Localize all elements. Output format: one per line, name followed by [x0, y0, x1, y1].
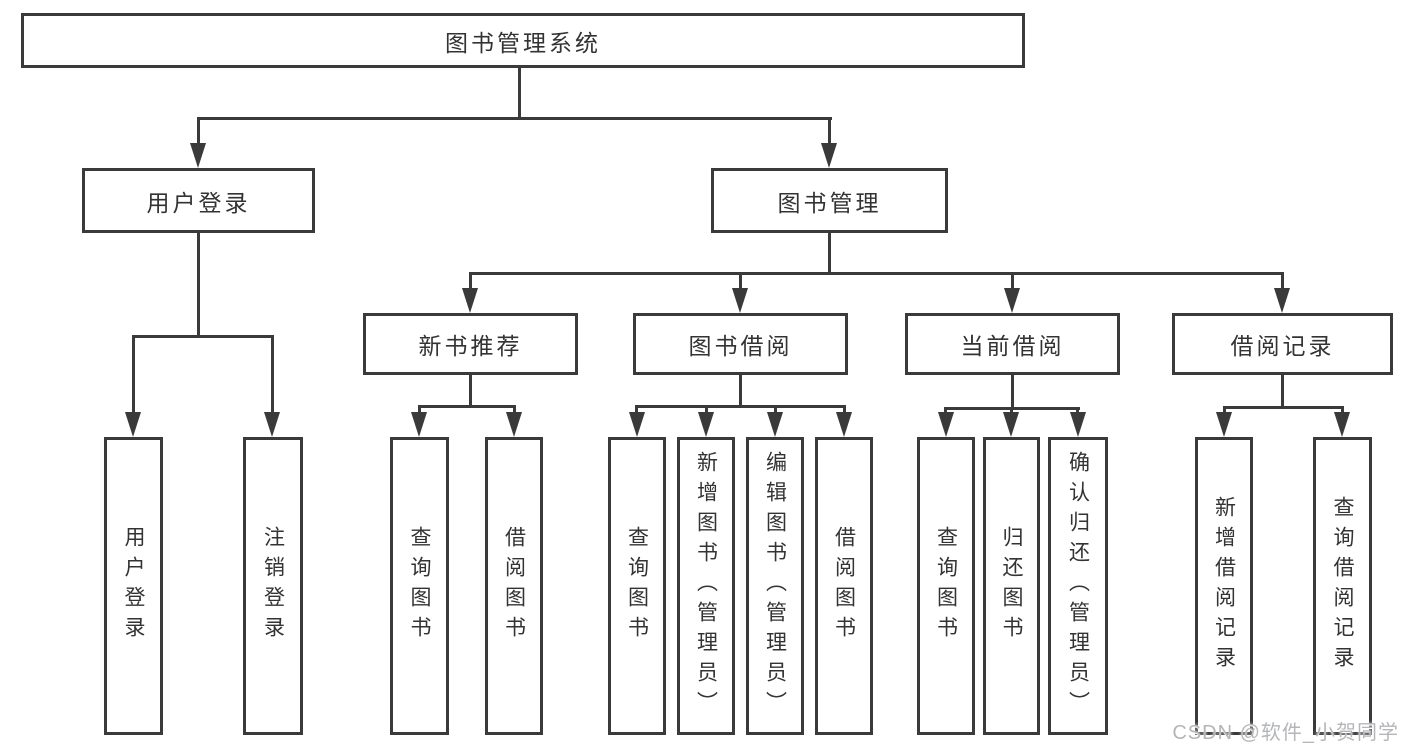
leaf-label: 确认归还（管理员） — [1066, 451, 1090, 721]
connector-leaf-drop — [418, 405, 421, 417]
arrowhead-leaf — [1070, 412, 1086, 437]
leaf-borrow-books-recommend: 借阅图书 — [485, 437, 543, 735]
connector-leaf-drop — [843, 405, 846, 417]
arrowhead-leaf — [1334, 412, 1350, 437]
arrowhead-user-login — [190, 143, 206, 168]
node-user-login: 用户登录 — [82, 168, 315, 233]
connector-level2-drop — [739, 272, 742, 292]
connector-bb-bus — [635, 405, 845, 408]
leaf-query-books-recommend: 查询图书 — [390, 437, 449, 735]
connector-leaf-drop — [635, 405, 638, 417]
leaf-query-books-current: 查询图书 — [917, 437, 975, 735]
node-label: 借阅记录 — [1230, 333, 1335, 359]
connector-leaf-drop — [1341, 406, 1344, 417]
leaf-label: 查询图书 — [625, 526, 649, 646]
leaf-label: 注销登录 — [261, 526, 285, 646]
node-new-book-recommendation: 新书推荐 — [363, 313, 578, 375]
connector-level2-drop — [469, 272, 472, 292]
connector-book-mgmt-stub — [828, 231, 831, 275]
node-label: 图书借阅 — [688, 333, 793, 359]
arrowhead-leaf — [1216, 412, 1232, 437]
leaf-label: 新增借阅记录 — [1212, 496, 1236, 676]
csdn-watermark: CSDN @软件_小贺同学 — [1172, 722, 1399, 744]
arrowhead-leaf — [264, 412, 280, 437]
node-label: 新书推荐 — [418, 333, 523, 359]
leaf-label: 查询图书 — [934, 526, 958, 646]
leaf-label: 归还图书 — [1000, 526, 1023, 646]
leaf-confirm-return-admin: 确认归还（管理员） — [1048, 437, 1108, 735]
leaf-query-books-borrow: 查询图书 — [608, 437, 666, 735]
connector-leaf-drop — [271, 335, 274, 415]
connector-leaf-drop — [132, 335, 135, 415]
leaf-label: 查询图书 — [408, 526, 431, 646]
node-book-borrowing: 图书借阅 — [633, 313, 848, 375]
leaf-label: 用户登录 — [122, 526, 145, 646]
leaf-add-books-admin: 新增图书（管理员） — [677, 437, 735, 735]
arrowhead-level2 — [1004, 288, 1020, 313]
arrowhead-book-mgmt — [821, 143, 837, 168]
connector-level2-bus — [469, 272, 1284, 275]
leaf-user-login: 用户登录 — [104, 437, 163, 735]
arrowhead-level2 — [1274, 288, 1290, 313]
connector-bb-stub — [739, 373, 742, 407]
arrowhead-leaf — [767, 412, 783, 437]
leaf-label: 编辑图书（管理员） — [763, 451, 787, 721]
leaf-label: 借阅图书 — [832, 526, 856, 646]
connector-user-login-bus — [132, 335, 274, 338]
arrowhead-leaf — [411, 412, 427, 437]
connector-level2-drop — [1011, 272, 1014, 292]
node-borrowing-records: 借阅记录 — [1172, 313, 1393, 375]
connector-cb-stub — [1011, 373, 1014, 409]
connector-nb-bus — [418, 405, 516, 408]
connector-leaf-drop — [774, 405, 777, 417]
connector-nb-stub — [469, 373, 472, 407]
leaf-borrow-books: 借阅图书 — [815, 437, 873, 735]
node-label: 用户登录 — [146, 189, 251, 216]
node-current-borrowing: 当前借阅 — [905, 313, 1120, 375]
connector-level2-drop — [1281, 272, 1284, 292]
leaf-add-borrow-record: 新增借阅记录 — [1195, 437, 1253, 735]
arrowhead-leaf — [836, 412, 852, 437]
node-library-management-system: 图书管理系统 — [21, 13, 1025, 68]
connector-leaf-drop — [705, 405, 708, 417]
node-label: 当前借阅 — [960, 333, 1065, 359]
connector-br-bus — [1223, 406, 1344, 409]
leaf-label: 新增图书（管理员） — [694, 451, 718, 721]
node-label: 图书管理系统 — [445, 29, 601, 56]
connector-leaf-drop — [1223, 406, 1226, 417]
connector-book-mgmt-drop — [828, 117, 831, 149]
connector-leaf-drop — [513, 405, 516, 417]
leaf-label: 借阅图书 — [502, 526, 526, 646]
node-book-management: 图书管理 — [711, 168, 948, 233]
arrowhead-level2 — [462, 288, 478, 313]
leaf-label: 查询借阅记录 — [1331, 496, 1354, 676]
arrowhead-leaf — [1003, 412, 1019, 437]
leaf-query-borrow-record: 查询借阅记录 — [1313, 437, 1372, 735]
leaf-logout: 注销登录 — [243, 437, 303, 735]
connector-br-stub — [1281, 373, 1284, 408]
arrowhead-leaf — [125, 412, 141, 437]
arrowhead-leaf — [506, 412, 522, 437]
connector-user-login-drop — [197, 117, 200, 149]
arrowhead-level2 — [732, 288, 748, 313]
arrowhead-leaf — [698, 412, 714, 437]
connector-user-login-stub — [197, 231, 200, 337]
leaf-return-books: 归还图书 — [983, 437, 1040, 735]
arrowhead-leaf — [629, 412, 645, 437]
connector-level1-bus — [197, 117, 832, 120]
connector-root-stub — [518, 66, 521, 119]
leaf-edit-books-admin: 编辑图书（管理员） — [746, 437, 804, 735]
arrowhead-leaf — [938, 412, 954, 437]
node-label: 图书管理 — [777, 189, 882, 216]
